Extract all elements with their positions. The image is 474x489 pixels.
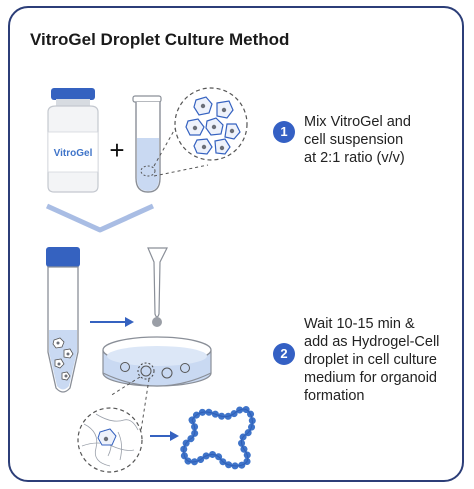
vitrogel-vial: VitroGel	[47, 88, 99, 193]
droplet-zoom	[77, 407, 143, 473]
arrow-right-icon	[150, 431, 179, 441]
step-1-line: Mix VitroGel and	[304, 114, 411, 130]
plus-sign: +	[109, 135, 124, 165]
test-tube	[132, 95, 162, 193]
organoid-icon	[180, 405, 256, 470]
petri-dish	[102, 336, 212, 387]
diagram-frame	[8, 6, 464, 482]
step-2-line: formation	[304, 388, 365, 404]
conical-tube	[46, 247, 80, 393]
arrow-right-icon	[90, 317, 134, 327]
step-2-line: Wait 10-15 min &	[304, 316, 415, 332]
step-2-line: droplet in cell culture	[304, 352, 437, 368]
pipette-tip	[147, 247, 168, 327]
vial-label: VitroGel	[54, 148, 93, 159]
diagram-title: VitroGel Droplet Culture Method	[30, 30, 290, 49]
cell-suspension-zoom	[174, 87, 248, 161]
step-1-line: at 2:1 ratio (v/v)	[304, 150, 405, 166]
step-2-line: medium for organoid	[304, 370, 437, 386]
step-2-badge: 2	[273, 343, 295, 365]
step-2-line: add as Hydrogel-Cell	[304, 334, 440, 350]
step-1-badge: 1	[273, 121, 295, 143]
step-1-line: cell suspension	[304, 132, 404, 148]
step-1-text: Mix VitroGel and cell suspension at 2:1 …	[304, 113, 411, 167]
chevron-down-icon	[45, 203, 155, 233]
step-2-text: Wait 10-15 min & add as Hydrogel-Cell dr…	[304, 315, 439, 405]
